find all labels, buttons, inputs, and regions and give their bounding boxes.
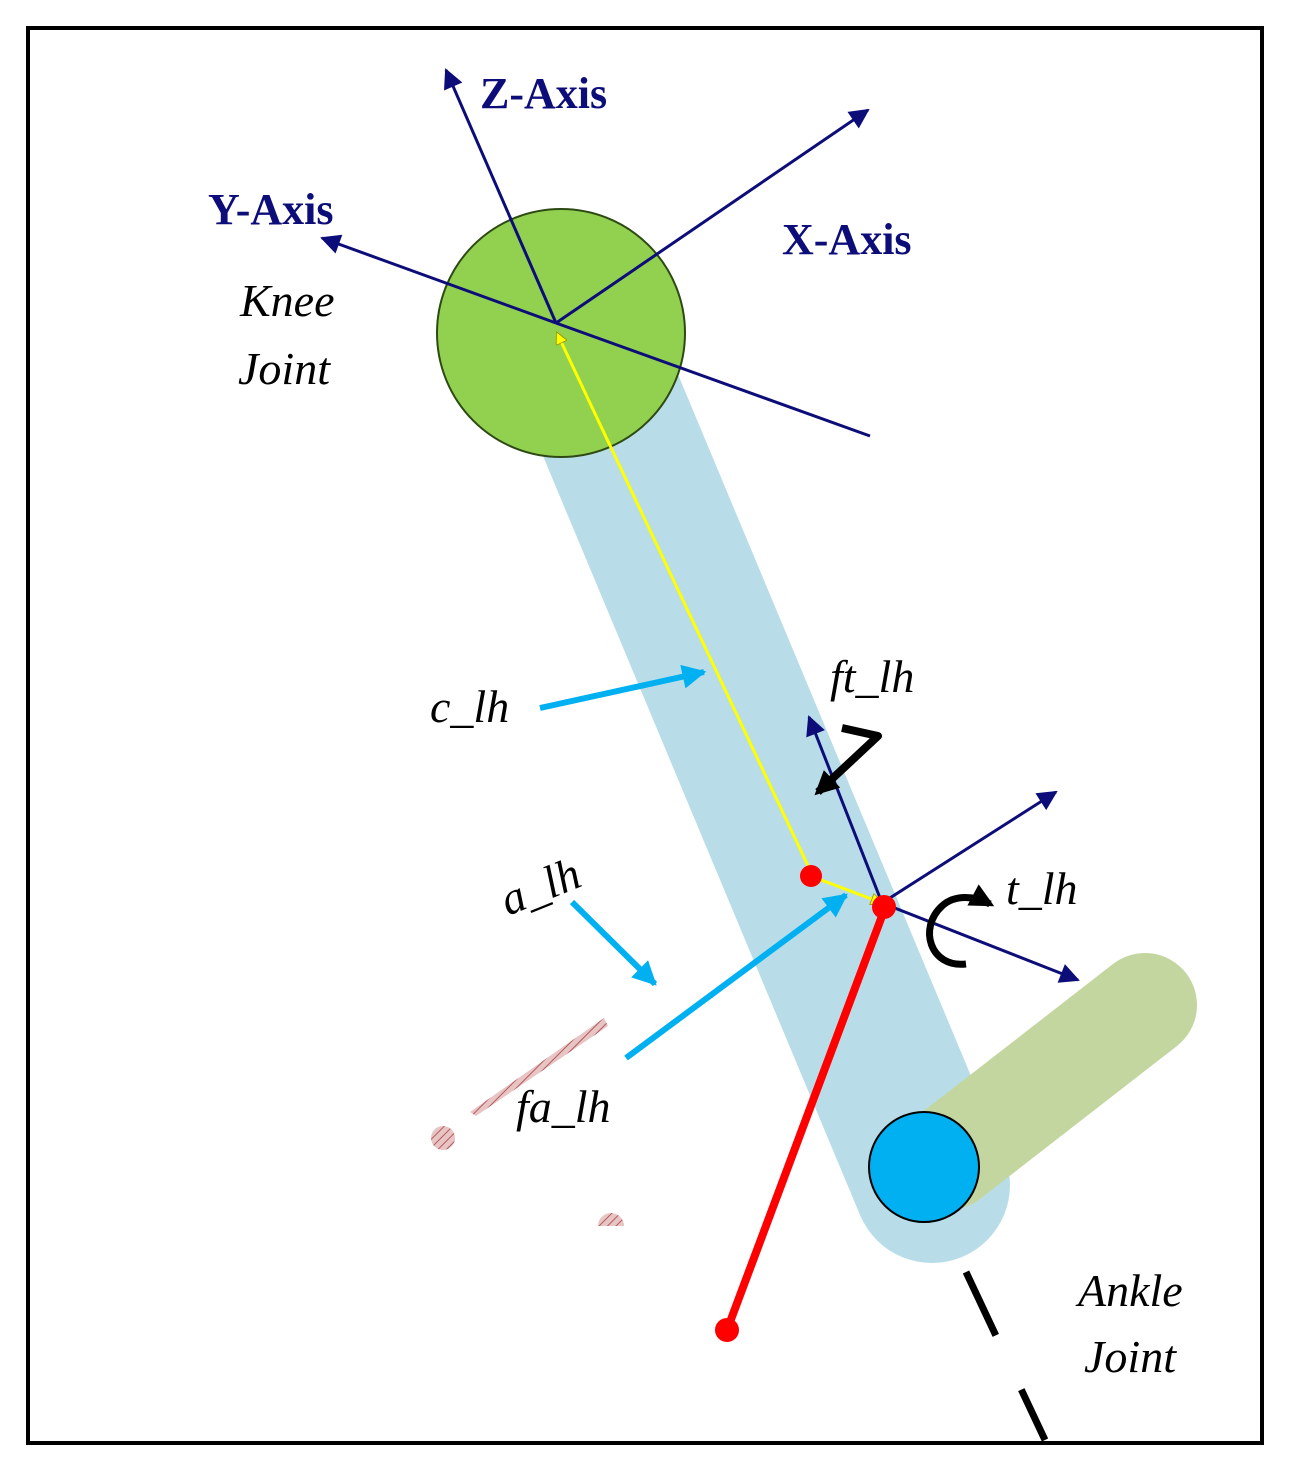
- ft-lh-moment-arrow: [814, 724, 882, 796]
- local-x-arrow: [881, 790, 1058, 905]
- ankle-axis-dashed: [962, 1270, 1049, 1442]
- knee-joint-circle: [436, 208, 686, 458]
- y-axis-label: Y-Axis: [208, 185, 334, 234]
- knee-joint-label-line1: Knee: [239, 275, 335, 326]
- z-axis-label: Z-Axis: [480, 69, 607, 118]
- y-axis-arrow: [320, 234, 557, 325]
- a-lh-vector: [816, 878, 882, 903]
- t-lh-label: t_lh: [1006, 863, 1078, 914]
- fa-lh-label: fa_lh: [516, 1081, 611, 1132]
- local-y-arrow: [881, 901, 1080, 983]
- fa-lh-force-line: [723, 904, 889, 1334]
- z-axis-arrow: [444, 68, 558, 324]
- fa-lh-pointer: [624, 892, 848, 1061]
- ankle-joint-circle: [868, 1111, 980, 1223]
- x-axis-arrow: [555, 108, 870, 325]
- attachment-point: [872, 895, 896, 919]
- ft-lh-label: ft_lh: [830, 651, 914, 702]
- faded-hatch-stroke: [470, 1018, 608, 1116]
- ft-lh-force-arrow: [806, 715, 884, 904]
- faded-dot-left: [431, 1126, 455, 1150]
- diagram-frame: [26, 26, 1264, 1445]
- ankle-joint-label-line1: Ankle: [1075, 1265, 1183, 1316]
- foot-segment: [896, 953, 1197, 1210]
- c-lh-vector: [555, 333, 810, 870]
- c-lh-label: c_lh: [430, 681, 509, 732]
- knee-joint-label-line2: Joint: [238, 343, 331, 394]
- x-axis-label: X-Axis: [782, 215, 912, 264]
- center-of-mass-point: [800, 865, 822, 887]
- c-lh-pointer: [539, 664, 707, 711]
- force-origin-point: [715, 1318, 739, 1342]
- ankle-joint-label-line2: Joint: [1084, 1331, 1177, 1382]
- a-lh-pointer: [569, 899, 658, 987]
- faded-dot-bottom: [598, 1213, 624, 1226]
- t-lh-moment-arrow: [926, 884, 995, 968]
